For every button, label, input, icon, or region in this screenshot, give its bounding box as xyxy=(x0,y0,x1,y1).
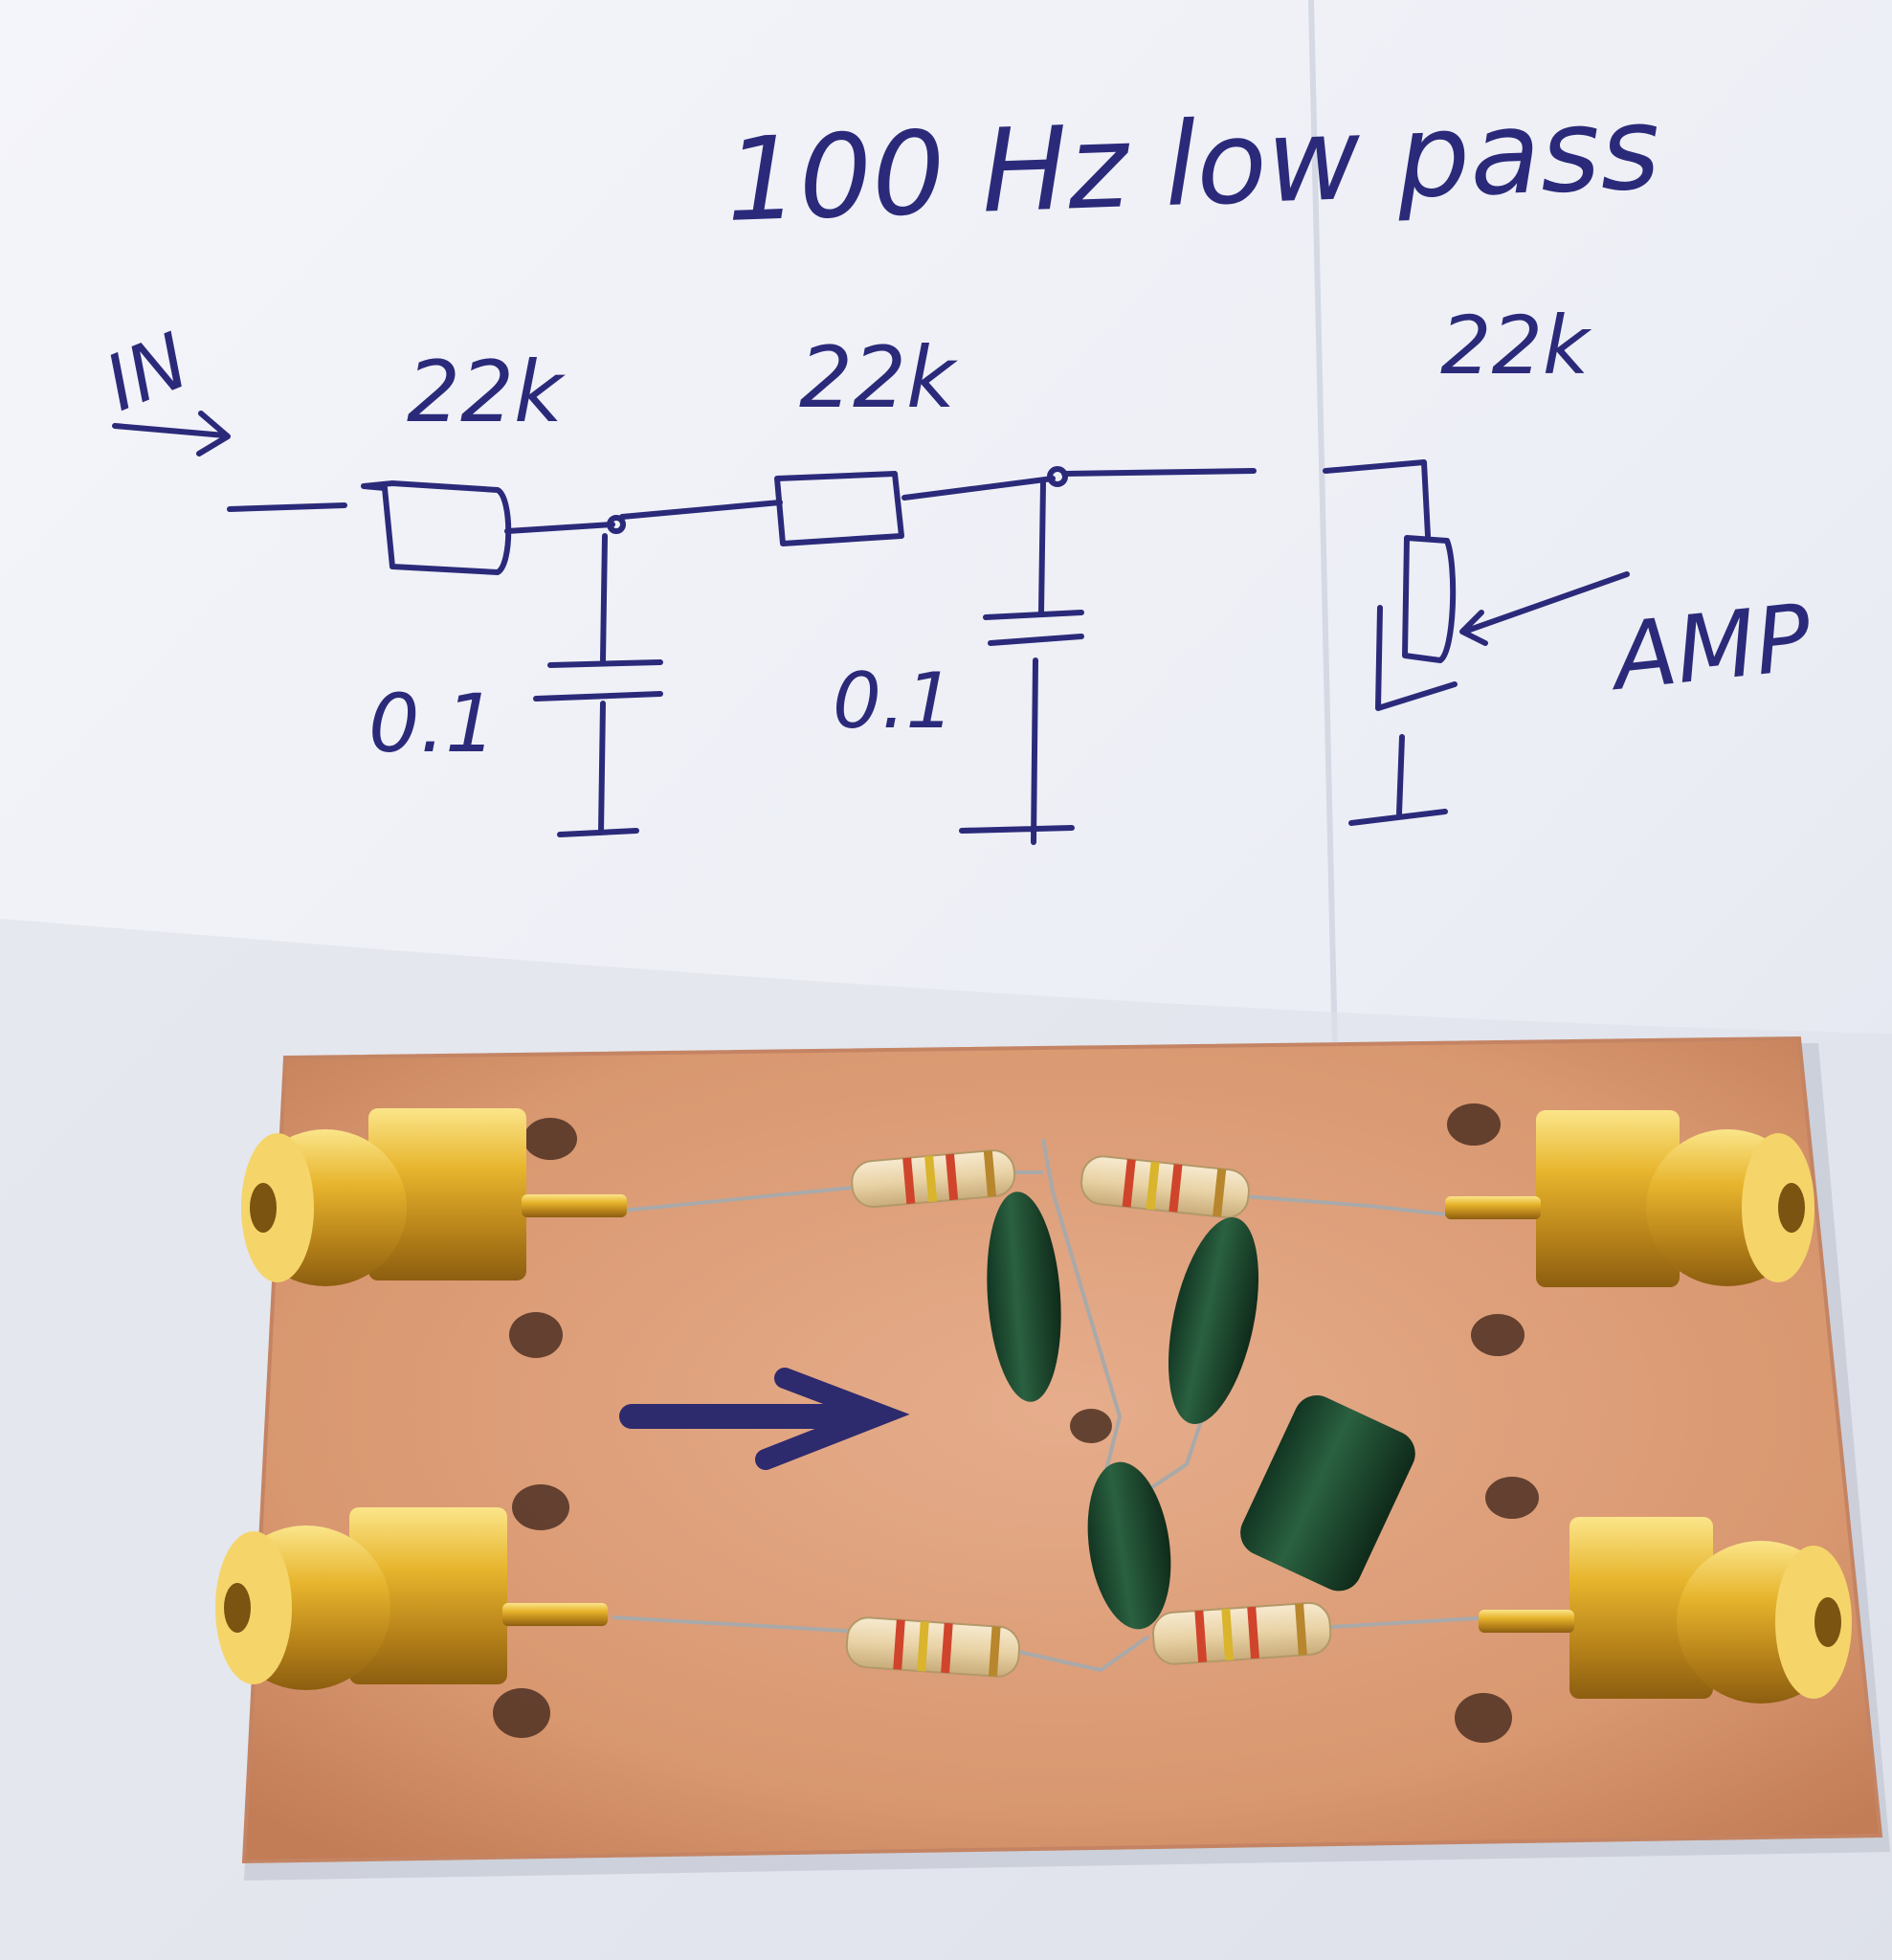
resistor-band xyxy=(1146,1161,1160,1211)
rca-jack-bottom-left xyxy=(215,1507,608,1690)
wire xyxy=(1041,1138,1123,1494)
solder-pad xyxy=(1471,1314,1525,1356)
node-1 xyxy=(607,515,626,534)
resistor-band xyxy=(1295,1603,1307,1656)
resistor-2-symbol xyxy=(774,471,904,546)
resistor-band xyxy=(1169,1164,1183,1213)
wire-r2-node2 xyxy=(901,476,1056,501)
resistor-band xyxy=(1194,1610,1208,1663)
solder-pad xyxy=(1070,1409,1112,1443)
resistor-band xyxy=(941,1622,953,1674)
component-wires xyxy=(612,1138,1494,1673)
pot-body xyxy=(1402,535,1457,663)
jack-hole xyxy=(250,1183,277,1233)
resistor-top-left xyxy=(851,1149,1016,1209)
rca-jack-bottom-right xyxy=(1479,1517,1852,1704)
jack-hole xyxy=(224,1583,251,1633)
input-wire xyxy=(227,502,347,512)
wire xyxy=(621,1185,862,1213)
resistor-2-label: 22k xyxy=(799,328,958,427)
wire xyxy=(1243,1194,1456,1217)
capacitor-lower-center xyxy=(1087,1461,1171,1630)
solder-pad xyxy=(1485,1477,1539,1519)
jack-face xyxy=(1775,1546,1852,1699)
resistor-band xyxy=(1122,1158,1136,1208)
resistor-band xyxy=(1247,1606,1259,1659)
sketch-title: 100 Hz low pass xyxy=(723,82,1662,248)
capacitor-2-label: 0.1 xyxy=(833,657,954,746)
wire xyxy=(1013,1635,1150,1673)
solder-pad xyxy=(509,1312,563,1358)
resistor-top-right xyxy=(1080,1155,1250,1219)
resistor-band xyxy=(902,1157,916,1205)
solder-pad xyxy=(1455,1693,1512,1743)
wire-node1-r2 xyxy=(619,500,783,520)
resistor-bottom-right xyxy=(1151,1601,1332,1665)
pot-wiper xyxy=(1459,571,1630,646)
resistor-band xyxy=(983,1150,997,1197)
jack-bracket xyxy=(1536,1110,1680,1287)
resistor-band xyxy=(1213,1168,1227,1217)
solder-pad xyxy=(512,1484,569,1530)
jack-hole xyxy=(1814,1597,1841,1647)
pcb-board xyxy=(215,1036,1890,1881)
jack-bracket xyxy=(368,1108,526,1281)
jack-bracket xyxy=(1569,1517,1713,1699)
jack-pin xyxy=(502,1603,608,1626)
rca-jack-top-left xyxy=(241,1108,627,1286)
jack-face xyxy=(241,1133,314,1282)
resistor-1-symbol xyxy=(361,480,512,575)
resistor-body xyxy=(845,1616,1021,1678)
resistor-bottom-left xyxy=(845,1616,1021,1678)
marker-arrow xyxy=(619,1368,910,1470)
jack-hole xyxy=(1778,1183,1805,1233)
jack-pin xyxy=(1445,1196,1541,1219)
pot-bottom-wire xyxy=(1348,605,1458,826)
resistor-band xyxy=(893,1619,905,1670)
resistor-band xyxy=(917,1621,929,1672)
capacitor-box xyxy=(1240,1395,1415,1592)
potentiometer-label: 22k xyxy=(1440,299,1592,392)
node-2 xyxy=(1047,466,1068,487)
capacitor-2-symbol xyxy=(959,480,1084,845)
input-arrow xyxy=(112,411,231,457)
capacitor-1-label: 0.1 xyxy=(368,677,497,770)
jack-pin xyxy=(522,1194,627,1217)
schematic-sketch xyxy=(112,411,1630,845)
solder-pad xyxy=(523,1118,577,1160)
paper-fold xyxy=(1308,0,1338,1054)
pot-top-wire xyxy=(1323,459,1431,539)
wire xyxy=(612,1615,862,1634)
capacitor-upper-right xyxy=(1168,1217,1259,1424)
arrow-head xyxy=(755,1368,910,1470)
solder-pad xyxy=(493,1688,550,1738)
wire xyxy=(1142,1406,1208,1495)
output-label: AMP xyxy=(1603,584,1816,712)
capacitor-1-symbol xyxy=(533,533,663,837)
solder-pad xyxy=(1447,1103,1501,1146)
resistor-band xyxy=(924,1155,938,1203)
solder-pads xyxy=(493,1103,1539,1743)
jack-pin xyxy=(1479,1610,1574,1633)
wire xyxy=(1329,1615,1494,1629)
wire-r1-node1 xyxy=(504,522,615,534)
capacitor-upper-left xyxy=(987,1192,1061,1402)
jack-bracket xyxy=(349,1507,507,1684)
rca-jack-top-right xyxy=(1445,1110,1814,1287)
resistor-1-label: 22k xyxy=(407,343,566,441)
wire-node2-out xyxy=(1061,468,1257,477)
resistor-band xyxy=(988,1626,1001,1677)
resistor-band xyxy=(1221,1608,1235,1661)
jack-face xyxy=(215,1531,292,1684)
resistor-band xyxy=(946,1153,959,1201)
